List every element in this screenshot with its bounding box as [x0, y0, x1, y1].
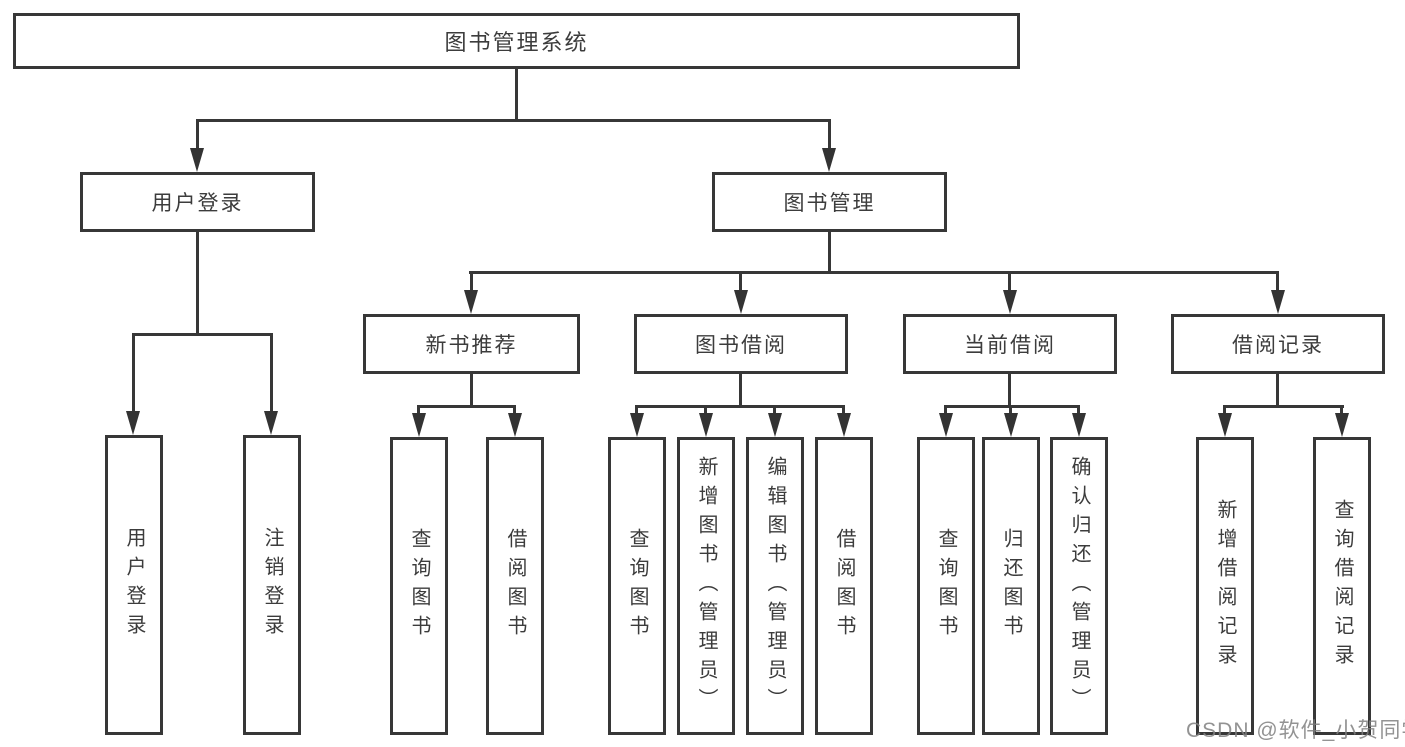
connector-line: [470, 374, 473, 408]
leaf-return-books: 归还图书: [982, 437, 1040, 735]
connector-line: [132, 333, 273, 336]
connector-line: [270, 333, 273, 413]
leaf-user-login: 用户登录: [105, 435, 163, 735]
node-user-login: 用户登录: [80, 172, 315, 232]
arrowhead-down-icon: [1003, 290, 1017, 314]
leaf-label: 确认归还（管理员）: [1068, 455, 1090, 717]
connector-line: [1077, 405, 1080, 417]
node-book-borrowing: 图书借阅: [634, 314, 848, 374]
connector-line: [196, 232, 199, 335]
connector-line: [1008, 374, 1011, 408]
arrowhead-down-icon: [190, 148, 204, 172]
node-new-book-recommend-label: 新书推荐: [425, 334, 518, 357]
connector-line: [417, 405, 516, 408]
connector-line: [1276, 374, 1279, 408]
connector-line: [828, 119, 831, 151]
connector-line: [944, 405, 947, 417]
connector-line: [1223, 405, 1226, 417]
connector-line: [635, 405, 845, 408]
node-root: 图书管理系统: [13, 13, 1020, 69]
leaf-label: 借阅图书: [504, 528, 526, 644]
arrowhead-down-icon: [464, 290, 478, 314]
leaf-edit-book-admin: 编辑图书（管理员）: [746, 437, 804, 735]
leaf-label: 新增图书（管理员）: [695, 455, 717, 717]
connector-line: [132, 333, 135, 413]
watermark-text: CSDN @软件_小贺同学: [1186, 719, 1405, 742]
leaf-label: 查询借阅记录: [1331, 499, 1353, 673]
leaf-label: 归还图书: [1000, 528, 1022, 644]
leaf-query-books-borrowing: 查询图书: [608, 437, 666, 735]
connector-line: [739, 374, 742, 408]
arrowhead-down-icon: [1335, 413, 1349, 437]
connector-line: [417, 405, 420, 417]
leaf-logout-label: 注销登录: [261, 527, 283, 643]
leaf-label: 查询图书: [626, 528, 648, 644]
leaf-label: 编辑图书（管理员）: [764, 455, 786, 717]
leaf-query-books-recommend: 查询图书: [390, 437, 448, 735]
arrowhead-down-icon: [630, 413, 644, 437]
leaf-confirm-return-admin: 确认归还（管理员）: [1050, 437, 1108, 735]
connector-line: [842, 405, 845, 417]
leaf-label: 查询图书: [935, 528, 957, 644]
arrowhead-down-icon: [1271, 290, 1285, 314]
arrowhead-down-icon: [699, 413, 713, 437]
connector-line: [515, 68, 518, 121]
arrowhead-down-icon: [837, 413, 851, 437]
node-new-book-recommend: 新书推荐: [363, 314, 580, 374]
node-current-borrowing: 当前借阅: [903, 314, 1117, 374]
node-book-management: 图书管理: [712, 172, 947, 232]
node-borrow-records-label: 借阅记录: [1232, 334, 1324, 357]
leaf-query-books-current: 查询图书: [917, 437, 975, 735]
node-book-management-label: 图书管理: [783, 192, 876, 215]
arrowhead-down-icon: [126, 411, 140, 435]
leaf-label: 新增借阅记录: [1214, 499, 1236, 673]
leaf-query-borrow-record: 查询借阅记录: [1313, 437, 1371, 735]
leaf-label: 借阅图书: [833, 528, 855, 644]
connector-line: [1223, 405, 1344, 408]
arrowhead-down-icon: [768, 413, 782, 437]
node-current-borrowing-label: 当前借阅: [964, 334, 1056, 357]
connector-line: [196, 119, 831, 122]
connector-line: [635, 405, 638, 417]
connector-line: [704, 405, 707, 417]
connector-line: [944, 405, 1080, 408]
connector-line: [470, 271, 473, 293]
connector-line: [469, 271, 1279, 274]
node-user-login-label: 用户登录: [151, 192, 244, 215]
arrowhead-down-icon: [939, 413, 953, 437]
arrowhead-down-icon: [1004, 413, 1018, 437]
connector-line: [1009, 405, 1012, 417]
node-root-label: 图书管理系统: [444, 30, 589, 55]
arrowhead-down-icon: [822, 148, 836, 172]
connector-line: [1008, 271, 1011, 293]
connector-line: [773, 405, 776, 417]
connector-line: [196, 119, 199, 151]
node-book-borrowing-label: 图书借阅: [695, 334, 787, 357]
leaf-add-book-admin: 新增图书（管理员）: [677, 437, 735, 735]
connector-line: [739, 271, 742, 293]
leaf-user-login-label: 用户登录: [123, 527, 145, 643]
arrowhead-down-icon: [1072, 413, 1086, 437]
leaf-add-borrow-record: 新增借阅记录: [1196, 437, 1254, 735]
arrowhead-down-icon: [1218, 413, 1232, 437]
connector-line: [1340, 405, 1343, 417]
arrowhead-down-icon: [412, 413, 426, 437]
arrowhead-down-icon: [508, 413, 522, 437]
arrowhead-down-icon: [264, 411, 278, 435]
leaf-borrow-books-recommend: 借阅图书: [486, 437, 544, 735]
connector-line: [513, 405, 516, 417]
connector-line: [828, 232, 831, 273]
leaf-logout: 注销登录: [243, 435, 301, 735]
leaf-borrow-books-borrowing: 借阅图书: [815, 437, 873, 735]
leaf-label: 查询图书: [408, 528, 430, 644]
connector-line: [1276, 271, 1279, 293]
arrowhead-down-icon: [734, 290, 748, 314]
node-borrow-records: 借阅记录: [1171, 314, 1385, 374]
